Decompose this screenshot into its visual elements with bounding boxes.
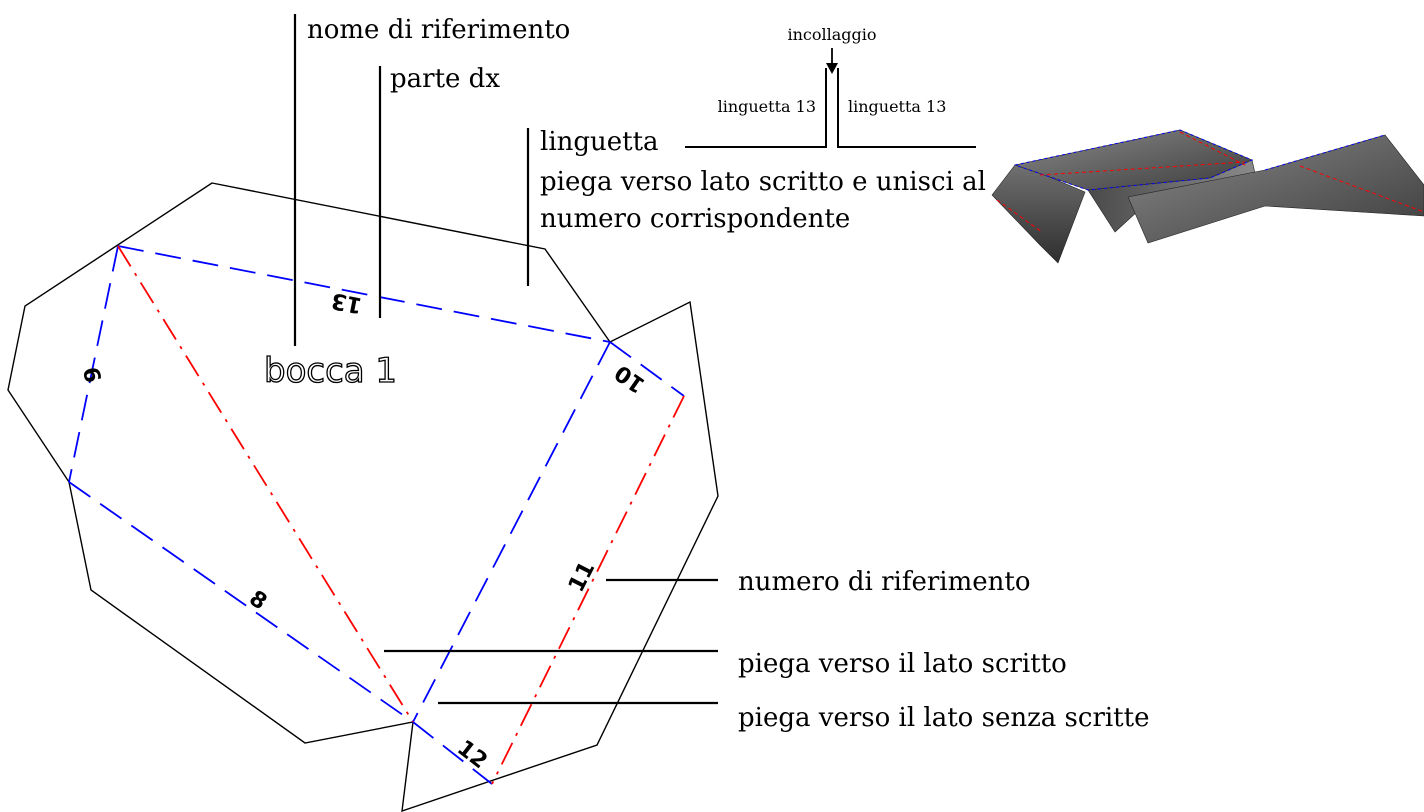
model-red-fold-3: [996, 199, 1043, 233]
leader-lines: [293, 14, 718, 705]
glue-left-label: linguetta 13: [718, 97, 816, 116]
edge-number-12: 12: [452, 736, 492, 775]
edge-number-9: 9: [80, 364, 108, 384]
label-parte: parte dx: [390, 64, 500, 94]
model-blue-fold-2: [1264, 134, 1386, 171]
edge-number-11: 11: [564, 558, 600, 597]
glue-detail: incollaggio linguetta 13 linguetta 13: [685, 25, 976, 148]
valley-folds: [117, 245, 685, 785]
edge-number-13: 13: [329, 287, 364, 317]
edge-number-8: 8: [244, 586, 271, 615]
glue-right-tab: [837, 68, 976, 148]
glue-title: incollaggio: [787, 25, 876, 44]
label-piega-scritto: piega verso il lato scritto: [738, 649, 1067, 679]
folded-model-preview: [991, 129, 1424, 264]
fold-long-diagonal: [117, 245, 414, 723]
model-red-fold-2: [1179, 131, 1246, 166]
label-nome-riferimento: nome di riferimento: [307, 15, 570, 45]
label-piega-senza: piega verso il lato senza scritte: [738, 703, 1149, 733]
model-red-fold-1: [1039, 161, 1246, 176]
label-linguetta: linguetta: [540, 127, 659, 157]
label-numero-riferimento: numero di riferimento: [738, 567, 1031, 597]
glue-left-tab: [685, 68, 827, 148]
fold-edge-12: [412, 721, 493, 785]
fold-edge-13: [117, 245, 611, 343]
mountain-folds: [68, 245, 685, 785]
fold-edge-8: [68, 481, 414, 723]
fold-edge-10: [609, 341, 685, 397]
glue-arrow-head: [826, 63, 838, 74]
cut-outline: [7, 182, 719, 812]
label-piega-unisci-1: piega verso lato scritto e unisci al: [540, 167, 986, 197]
model-red-fold-4: [1299, 165, 1424, 213]
model-blue-fold-1: [1014, 129, 1254, 191]
label-piega-unisci-2: numero corrispondente: [540, 204, 850, 234]
fold-edge-9: [68, 245, 119, 483]
edge-number-10: 10: [611, 359, 650, 397]
fold-diagonal: [412, 341, 611, 723]
fold-edge-11: [491, 395, 685, 785]
part-name: bocca 1: [264, 351, 397, 391]
glue-right-label: linguetta 13: [848, 97, 946, 116]
